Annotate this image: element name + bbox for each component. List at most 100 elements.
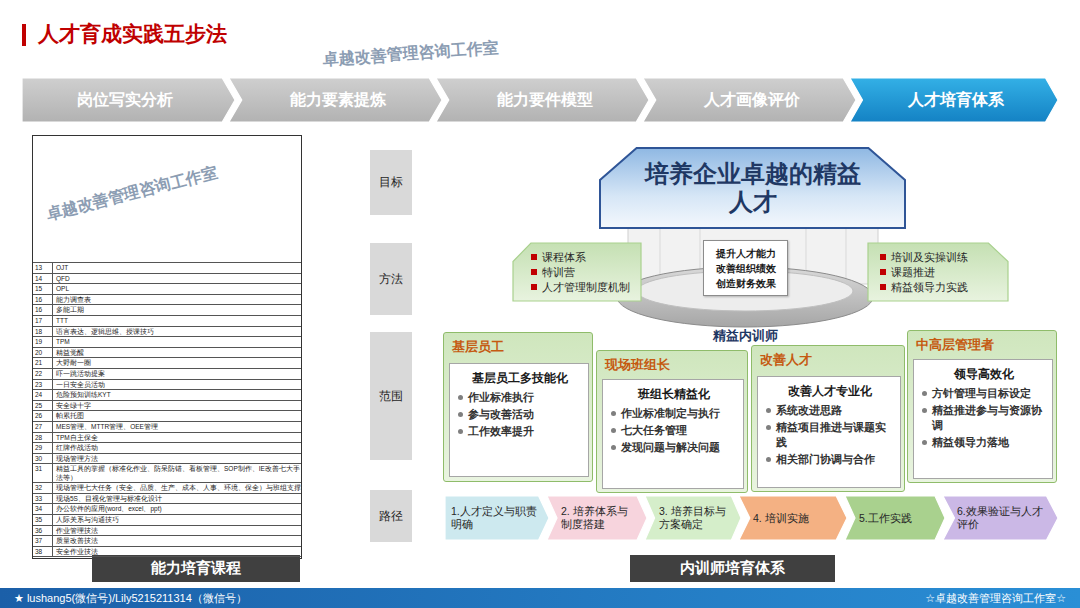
- table-row: 23一日安全员活动: [33, 379, 301, 390]
- scope-card: 中高层管理者领导高效化方针管理与目标设定精益推进参与与资源协调精益领导力落地: [907, 330, 1057, 483]
- table-number-cell: 36: [33, 526, 53, 536]
- step-chevron: 人才画像评价: [643, 78, 856, 122]
- node-text: 现场班组长: [605, 356, 739, 374]
- table-course-cell: 现场5S、目视化管理与标准化设计: [53, 494, 301, 504]
- scope-card: 基层员工基层员工多技能化作业标准执行参与改善活动工作效率提升: [443, 332, 593, 482]
- table-course-cell: QFD: [53, 274, 301, 284]
- node-text: 培训及实操训练: [880, 250, 1000, 265]
- step-chevron: 能力要素提炼: [229, 78, 442, 122]
- node-text: 培养企业卓越的精益人才: [634, 160, 871, 216]
- node-text: 精益推进参与与资源协调: [921, 403, 1046, 433]
- table-number-cell: 30: [33, 454, 53, 464]
- table-row: 30现场管理方法: [33, 453, 301, 464]
- table-course-cell: 精益觉醒: [53, 348, 301, 358]
- path-chevron: 3. 培养目标与方案确定: [645, 496, 741, 540]
- table-number-cell: 19: [33, 337, 53, 347]
- node-text: 领导高效化: [921, 366, 1046, 383]
- table-course-cell: 人际关系与沟通技巧: [53, 515, 301, 525]
- node-text: 内训师培育体系: [680, 559, 785, 578]
- table-row: 21大野耐一圈: [33, 357, 301, 368]
- shape-fill: [513, 243, 641, 301]
- step-chevron-active: 人才培育体系: [850, 78, 1058, 122]
- node-text: 3. 培养目标与方案确定: [659, 505, 729, 531]
- node-text: 基层员工多技能化: [457, 370, 582, 387]
- shape-fill: [868, 243, 1008, 301]
- table-course-cell: 帕累托图: [53, 411, 301, 421]
- shape-fill: [229, 78, 442, 122]
- table-course-cell: TPM: [53, 337, 301, 347]
- node-text: 课题推进: [880, 265, 1000, 280]
- table-number-cell: 13: [33, 263, 53, 273]
- table-number-cell: 24: [33, 390, 53, 400]
- step-chevron: 能力要件模型: [436, 78, 649, 122]
- table-number-cell: 34: [33, 504, 53, 514]
- node-text: 岗位写实分析: [77, 90, 173, 111]
- node-text: 相关部门协调与合作: [765, 452, 894, 467]
- scope-detail-box: 基层员工多技能化作业标准执行参与改善活动工作效率提升: [449, 363, 589, 477]
- node-text: 系统改进思路: [765, 403, 894, 418]
- node-text: 七大任务管理: [610, 423, 737, 438]
- shape-fill: [643, 78, 856, 122]
- table-course-cell: TPM自主保全: [53, 433, 301, 443]
- node-text: 精益领导力落地: [921, 435, 1046, 450]
- watermark: 卓越改善管理咨询工作室: [322, 38, 499, 71]
- table-row: 16多能工期: [33, 304, 301, 315]
- shape-fill: [445, 496, 549, 540]
- node-text: 能力要素提炼: [290, 90, 386, 111]
- table-row: 25安全绿十字: [33, 400, 301, 411]
- table-number-cell: 37: [33, 536, 53, 546]
- table-number-cell: 22: [33, 369, 53, 379]
- shape-fill: [943, 496, 1058, 540]
- node-text: 路径: [379, 508, 403, 525]
- table-number-cell: 31: [33, 464, 53, 482]
- table-course-cell: 多能工期: [53, 305, 301, 315]
- shape-fill: [547, 496, 647, 540]
- section-caption-bar: 内训师培育体系: [630, 555, 835, 582]
- table-row: 35人际关系与沟通技巧: [33, 514, 301, 525]
- table-row: 34办公软件的应用(word、excel、ppt): [33, 503, 301, 514]
- path-chevron: 6.效果验证与人才评价: [943, 496, 1058, 540]
- node-text: 工作效率提升: [457, 424, 582, 439]
- table-row: 13OJT: [33, 262, 301, 273]
- title-bar: [22, 24, 26, 46]
- table-row: 24危险预知训练KYT: [33, 389, 301, 400]
- table-number-cell: 23: [33, 380, 53, 390]
- section-caption-bar: 能力培育课程: [92, 555, 300, 582]
- scope-detail-box: 改善人才专业化系统改进思路精益项目推进与课题实践相关部门协调与合作: [757, 376, 901, 488]
- table-course-cell: TTT: [53, 316, 301, 326]
- table-row: 26帕累托图: [33, 410, 301, 421]
- table-number-cell: 33: [33, 494, 53, 504]
- table-number-cell: 26: [33, 411, 53, 421]
- table-number-cell: 14: [33, 274, 53, 284]
- table-number-cell: 28: [33, 433, 53, 443]
- table-course-cell: 现场管理七大任务（安全、品质、生产、成本、人事、环境、保全）与班组支撑: [53, 483, 301, 493]
- scope-card: 改善人才改善人才专业化系统改进思路精益项目推进与课题实践相关部门协调与合作: [751, 345, 905, 492]
- table-course-cell: 能力调查表: [53, 295, 301, 305]
- scope-detail-box: 班组长精益化作业标准制定与执行七大任务管理发现问题与解决问题: [602, 379, 744, 489]
- table-course-cell: 安全绿十字: [53, 401, 301, 411]
- table-row: 16能力调查表: [33, 294, 301, 305]
- node-text: 改善人才专业化: [765, 383, 894, 400]
- table-row: 14QFD: [33, 273, 301, 284]
- node-text: 作业标准执行: [457, 390, 582, 405]
- table-row: 15OPL: [33, 283, 301, 294]
- table-number-cell: 21: [33, 358, 53, 368]
- node-text: ☆卓越改善管理咨询工作室☆: [925, 591, 1066, 606]
- table-number-cell: 17: [33, 316, 53, 326]
- ring-label: 精益内训师: [703, 327, 788, 345]
- table-course-cell: 大野耐一圈: [53, 358, 301, 368]
- shape-fill: [22, 78, 235, 122]
- node-text: 精益领导力实践: [880, 280, 1000, 295]
- node-text: 精益项目推进与课题实践: [765, 420, 894, 450]
- node-text: ★ lushang5(微信号)/Lily5215211314（微信号）: [14, 591, 247, 606]
- node-text: 5.工作实践: [859, 512, 933, 525]
- table-row: 36作业管理技法: [33, 525, 301, 536]
- table-number-cell: 16: [33, 295, 53, 305]
- path-chevron: 4. 培训实施: [739, 496, 847, 540]
- table-course-cell: 作业管理技法: [53, 526, 301, 536]
- method-panel: 课程体系特训营人才管理制度机制: [513, 243, 641, 301]
- table-row: 29红牌作战活动: [33, 442, 301, 453]
- table-row: 37质量改善技法: [33, 535, 301, 546]
- node-text: 人才画像评价: [704, 90, 800, 111]
